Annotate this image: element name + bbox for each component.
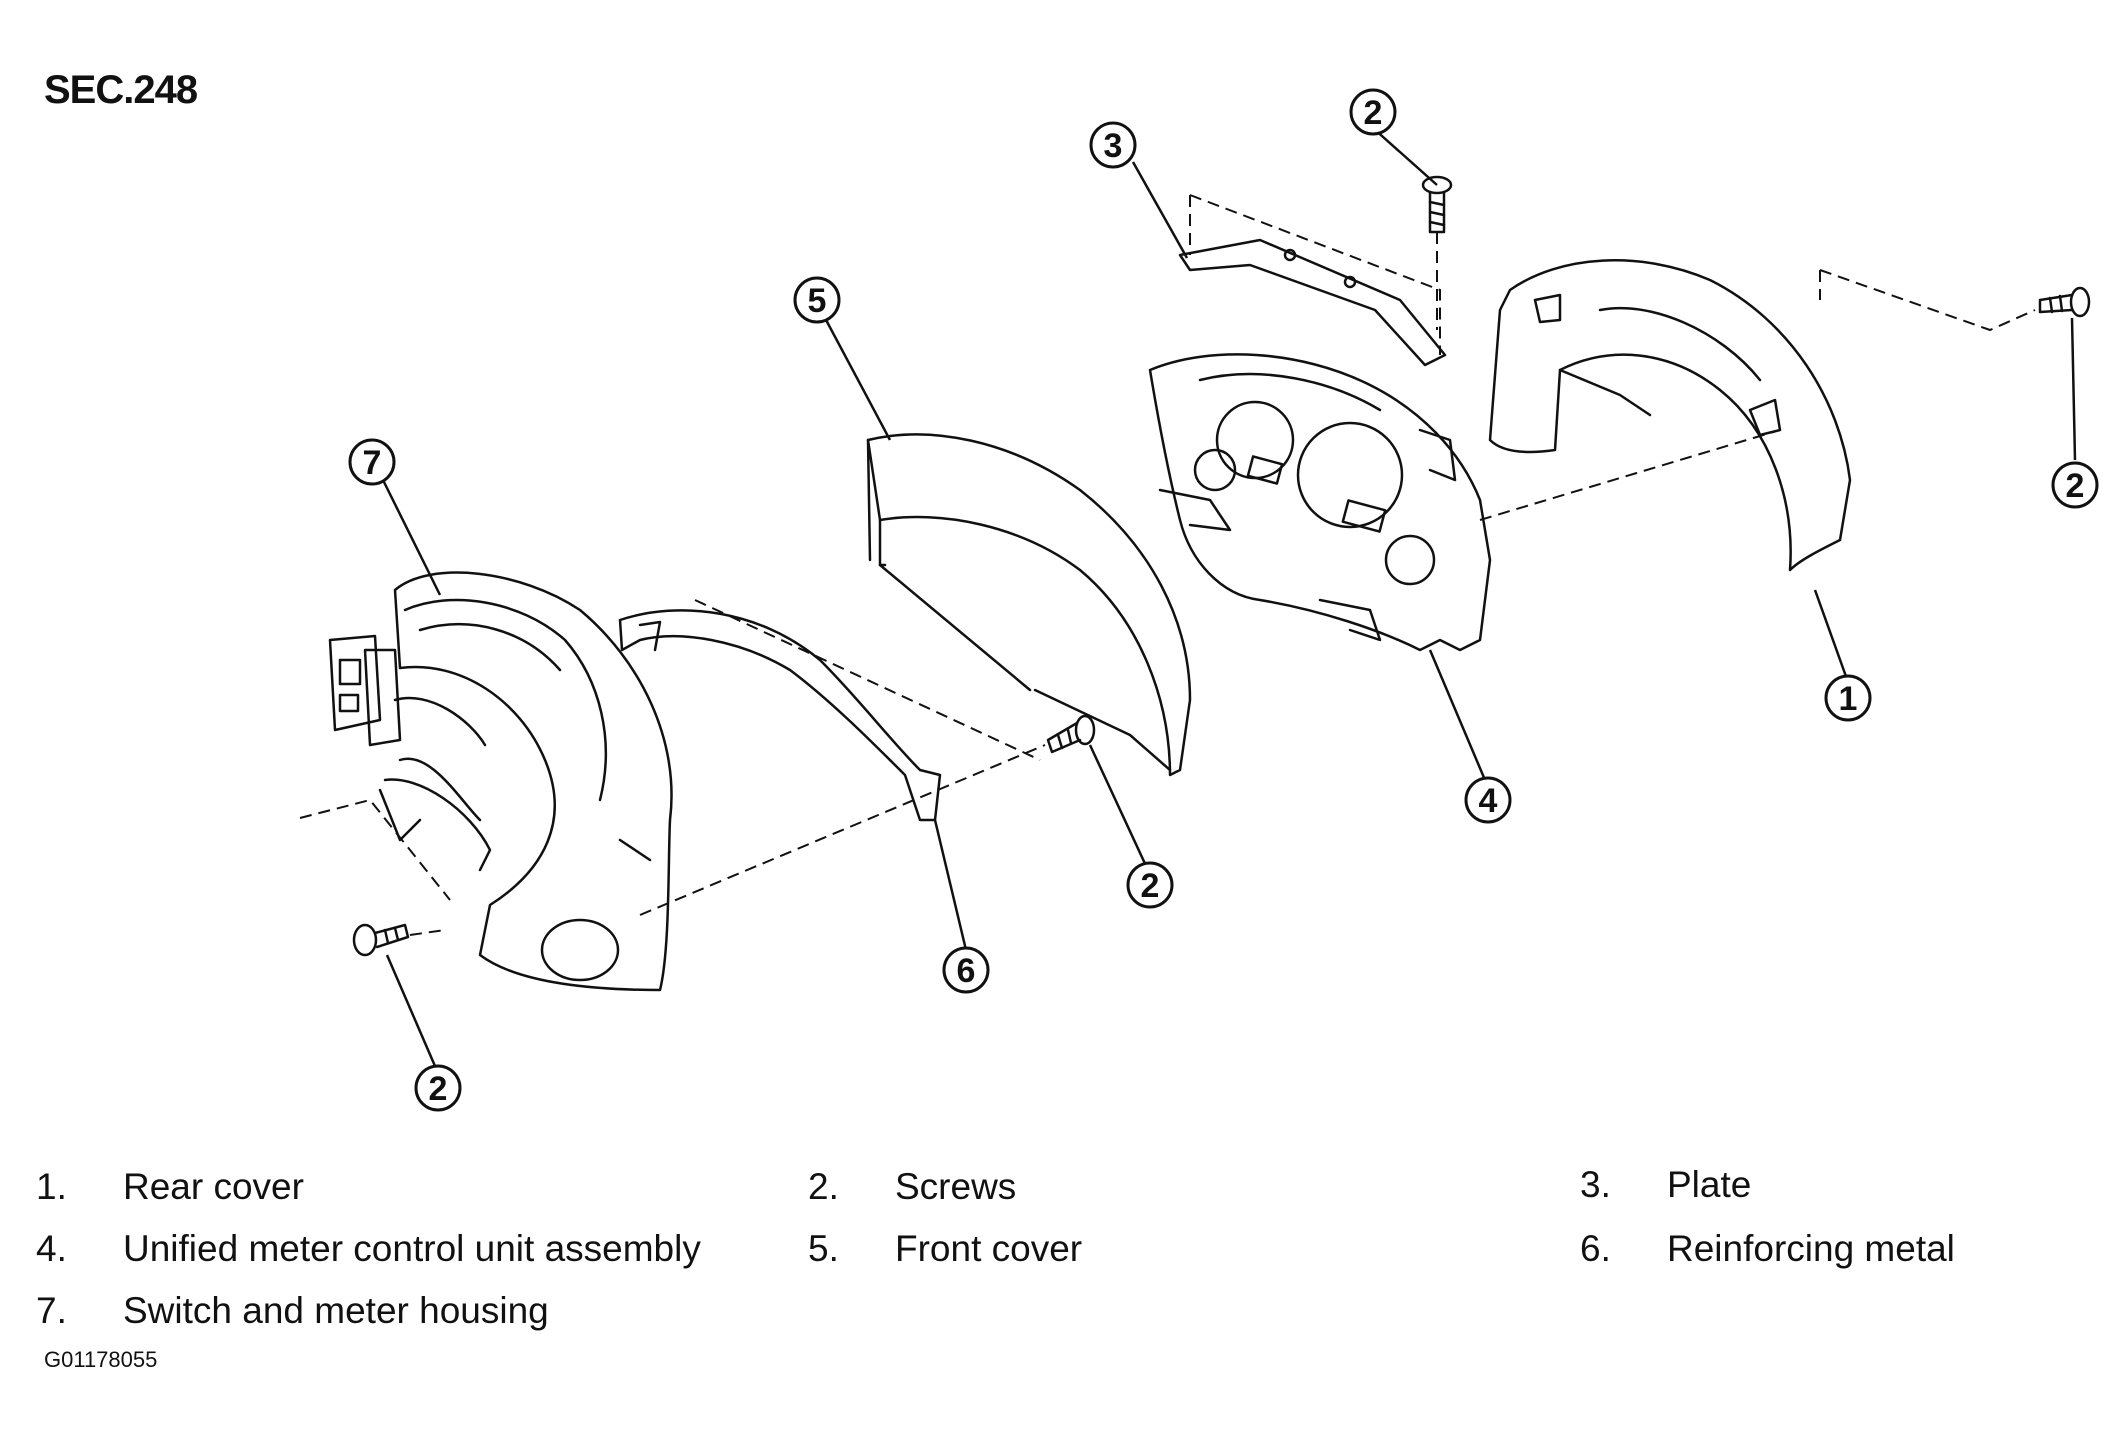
front-cover xyxy=(866,433,1192,777)
legend-label: Unified meter control unit assembly xyxy=(123,1228,701,1269)
screw-top xyxy=(1421,175,1453,234)
legend-number: 2. xyxy=(808,1166,839,1207)
svg-text:2: 2 xyxy=(429,1070,448,1108)
legend-number: 1. xyxy=(36,1166,67,1207)
parts-legend: 1. Rear cover 2. Screws 3. Plate 4. Unif… xyxy=(0,1150,2126,1350)
legend-label: Switch and meter housing xyxy=(123,1290,549,1331)
legend-number: 3. xyxy=(1580,1164,1611,1205)
section-code: SEC.248 xyxy=(44,68,198,112)
switch-and-meter-housing xyxy=(328,571,673,992)
legend-label: Rear cover xyxy=(123,1166,304,1207)
callout-2-middle: 2 xyxy=(1126,861,1174,909)
figure-id: G01178055 xyxy=(44,1347,158,1372)
svg-text:5: 5 xyxy=(808,282,827,320)
svg-text:7: 7 xyxy=(363,444,382,482)
legend-number: 5. xyxy=(808,1228,839,1269)
callout-3: 3 xyxy=(1089,121,1137,169)
callout-2-lower-left: 2 xyxy=(414,1064,462,1112)
screw-middle xyxy=(1046,714,1096,754)
plate xyxy=(1178,238,1447,367)
exploded-view-diagram: 1 2 2 2 2 3 4 5 xyxy=(299,88,2099,1112)
rear-cover xyxy=(1488,259,1852,572)
svg-text:6: 6 xyxy=(957,952,976,990)
callout-2-right: 2 xyxy=(2051,461,2099,509)
callout-6: 6 xyxy=(942,946,990,994)
callout-5: 5 xyxy=(793,276,841,324)
legend-label: Front cover xyxy=(895,1228,1083,1269)
svg-text:3: 3 xyxy=(1104,127,1123,165)
legend-number: 6. xyxy=(1580,1228,1611,1269)
legend-label: Screws xyxy=(895,1166,1017,1207)
svg-text:4: 4 xyxy=(1479,782,1498,820)
svg-text:1: 1 xyxy=(1839,680,1858,718)
callout-1: 1 xyxy=(1824,674,1872,722)
legend-number: 4. xyxy=(36,1228,67,1269)
screw-right xyxy=(2038,286,2091,318)
legend-label: Reinforcing metal xyxy=(1667,1228,1955,1269)
callout-4: 4 xyxy=(1464,776,1512,824)
svg-text:2: 2 xyxy=(1141,867,1160,905)
callout-2-top: 2 xyxy=(1349,88,1397,136)
svg-text:2: 2 xyxy=(1364,94,1383,132)
unified-meter-control-unit-assembly xyxy=(1148,353,1492,652)
callout-7: 7 xyxy=(348,438,396,486)
svg-text:2: 2 xyxy=(2066,467,2085,505)
screw-lower-left xyxy=(352,923,410,957)
legend-label: Plate xyxy=(1667,1164,1752,1205)
legend-number: 7. xyxy=(36,1290,67,1331)
